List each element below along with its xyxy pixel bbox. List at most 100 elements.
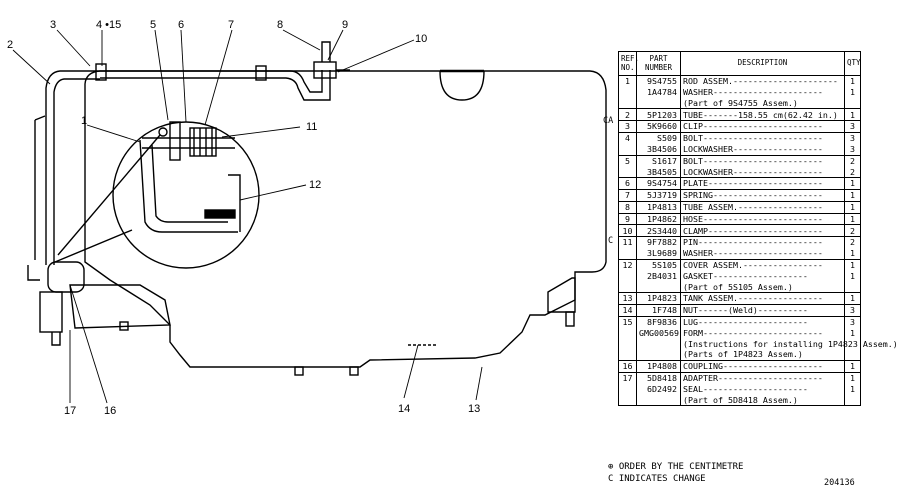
cell-part: 1A4784 — [636, 86, 681, 98]
cell-ref — [618, 383, 637, 395]
cell-qty: 1 — [844, 108, 861, 121]
cell-ref — [618, 247, 637, 260]
cell-qty: 1 — [844, 74, 861, 87]
table-row: 6D2492 SEAL---------------------1 — [618, 383, 861, 395]
cell-part: S509 — [636, 131, 681, 144]
cell-part: 5K9660 — [636, 120, 681, 133]
cell-part: 1P4808 — [636, 359, 681, 373]
cell-desc: (Instructions for installing 1P4823 Asse… — [680, 338, 898, 350]
callout-14: 14 — [398, 403, 410, 415]
callout-9: 9 — [342, 19, 348, 31]
cell-ref: 14 — [618, 303, 637, 317]
cell-ref — [618, 143, 637, 156]
header-description: DESCRIPTION — [680, 51, 845, 76]
callout-2: 2 — [7, 39, 13, 51]
callout-8: 8 — [277, 19, 283, 31]
cell-desc: LOCKWASHER------------------ — [680, 143, 845, 156]
filler-neck — [439, 70, 485, 101]
cell-ref: 6 — [618, 177, 637, 190]
cell-qty — [844, 349, 861, 361]
cell-qty: 1 — [844, 292, 861, 305]
cell-ref — [618, 327, 637, 339]
cell-desc: TUBE-------158.55 cm(62.42 in.) — [680, 108, 845, 121]
cell-qty: 1 — [844, 177, 861, 190]
callout-11: 11 — [306, 121, 317, 133]
callout-13: 13 — [468, 403, 480, 415]
cell-desc: SPRING---------------------- — [680, 188, 845, 202]
cell-desc: CLAMP----------------------- — [680, 224, 845, 237]
callout-1: 1 — [81, 115, 87, 127]
table-row: (Part of 5D8418 Assem.) — [618, 394, 861, 407]
cell-ref: 4 — [618, 131, 637, 144]
table-row: (Part of 5S105 Assem.) — [618, 281, 861, 293]
left-bracket — [69, 284, 171, 329]
cell-desc: HOSE------------------------ — [680, 212, 845, 225]
cell-qty: 3 — [844, 303, 861, 317]
change-mark-ca: CA — [603, 116, 614, 126]
callout-7: 7 — [228, 19, 234, 31]
cell-ref: 13 — [618, 292, 637, 305]
cell-qty — [844, 281, 861, 293]
cell-qty: 3 — [844, 120, 861, 133]
table-row: (Parts of 1P4823 Assem.) — [618, 349, 861, 361]
cell-qty — [844, 97, 861, 109]
cell-ref — [618, 349, 637, 361]
cell-desc: NUT------(Weld)---------- — [680, 303, 845, 317]
fuel-tank-diagram: 1 2 3 4 •15 5 6 7 8 9 10 11 12 13 14 16 … — [7, 19, 607, 417]
cell-desc: (Part of 9S4755 Assem.) — [680, 97, 845, 109]
cell-qty: 1 — [844, 247, 861, 260]
cell-part: 5S105 — [636, 258, 681, 271]
spring — [189, 127, 217, 157]
cell-ref: 17 — [618, 371, 637, 384]
cell-part: 3B4506 — [636, 143, 681, 156]
cell-part: 1P4823 — [636, 292, 681, 305]
change-mark-c: C — [608, 236, 614, 246]
cell-desc: SEAL--------------------- — [680, 383, 845, 395]
right-bracket — [547, 277, 576, 313]
cell-part: 5D8418 — [636, 371, 681, 384]
header-ref: REF. NO. — [618, 51, 639, 76]
cell-qty: 3 — [844, 143, 861, 156]
cell-part: 9S4755 — [636, 74, 681, 87]
cell-ref — [618, 338, 637, 350]
cell-part: GMG00569 — [636, 327, 681, 339]
cell-ref — [618, 281, 637, 293]
detail-circle — [112, 121, 260, 269]
cell-desc: LUG---------------------- — [680, 315, 845, 328]
cell-part: 5P1203 — [636, 108, 681, 121]
cell-ref: 2 — [618, 108, 637, 121]
cell-part — [636, 281, 681, 293]
cell-part: 1P4862 — [636, 212, 681, 225]
cell-ref — [618, 270, 637, 282]
cell-part: 9F7882 — [636, 236, 681, 248]
cell-desc: ROD ASSEM.--------------------- — [680, 74, 845, 87]
table-row: (Part of 9S4755 Assem.) — [618, 97, 861, 109]
callout-10: 10 — [415, 33, 427, 45]
callout-16: 16 — [104, 405, 116, 417]
cell-ref — [618, 97, 637, 109]
legend-line-2: C INDICATES CHANGE — [608, 474, 706, 484]
cell-ref: 8 — [618, 200, 637, 214]
cell-part — [636, 394, 681, 407]
cell-qty: 2 — [844, 166, 861, 178]
cell-desc: (Part of 5S105 Assem.) — [680, 281, 845, 293]
cell-desc: WASHER---------------------- — [680, 86, 845, 98]
cell-ref — [618, 166, 637, 178]
cell-qty: 1 — [844, 270, 861, 282]
